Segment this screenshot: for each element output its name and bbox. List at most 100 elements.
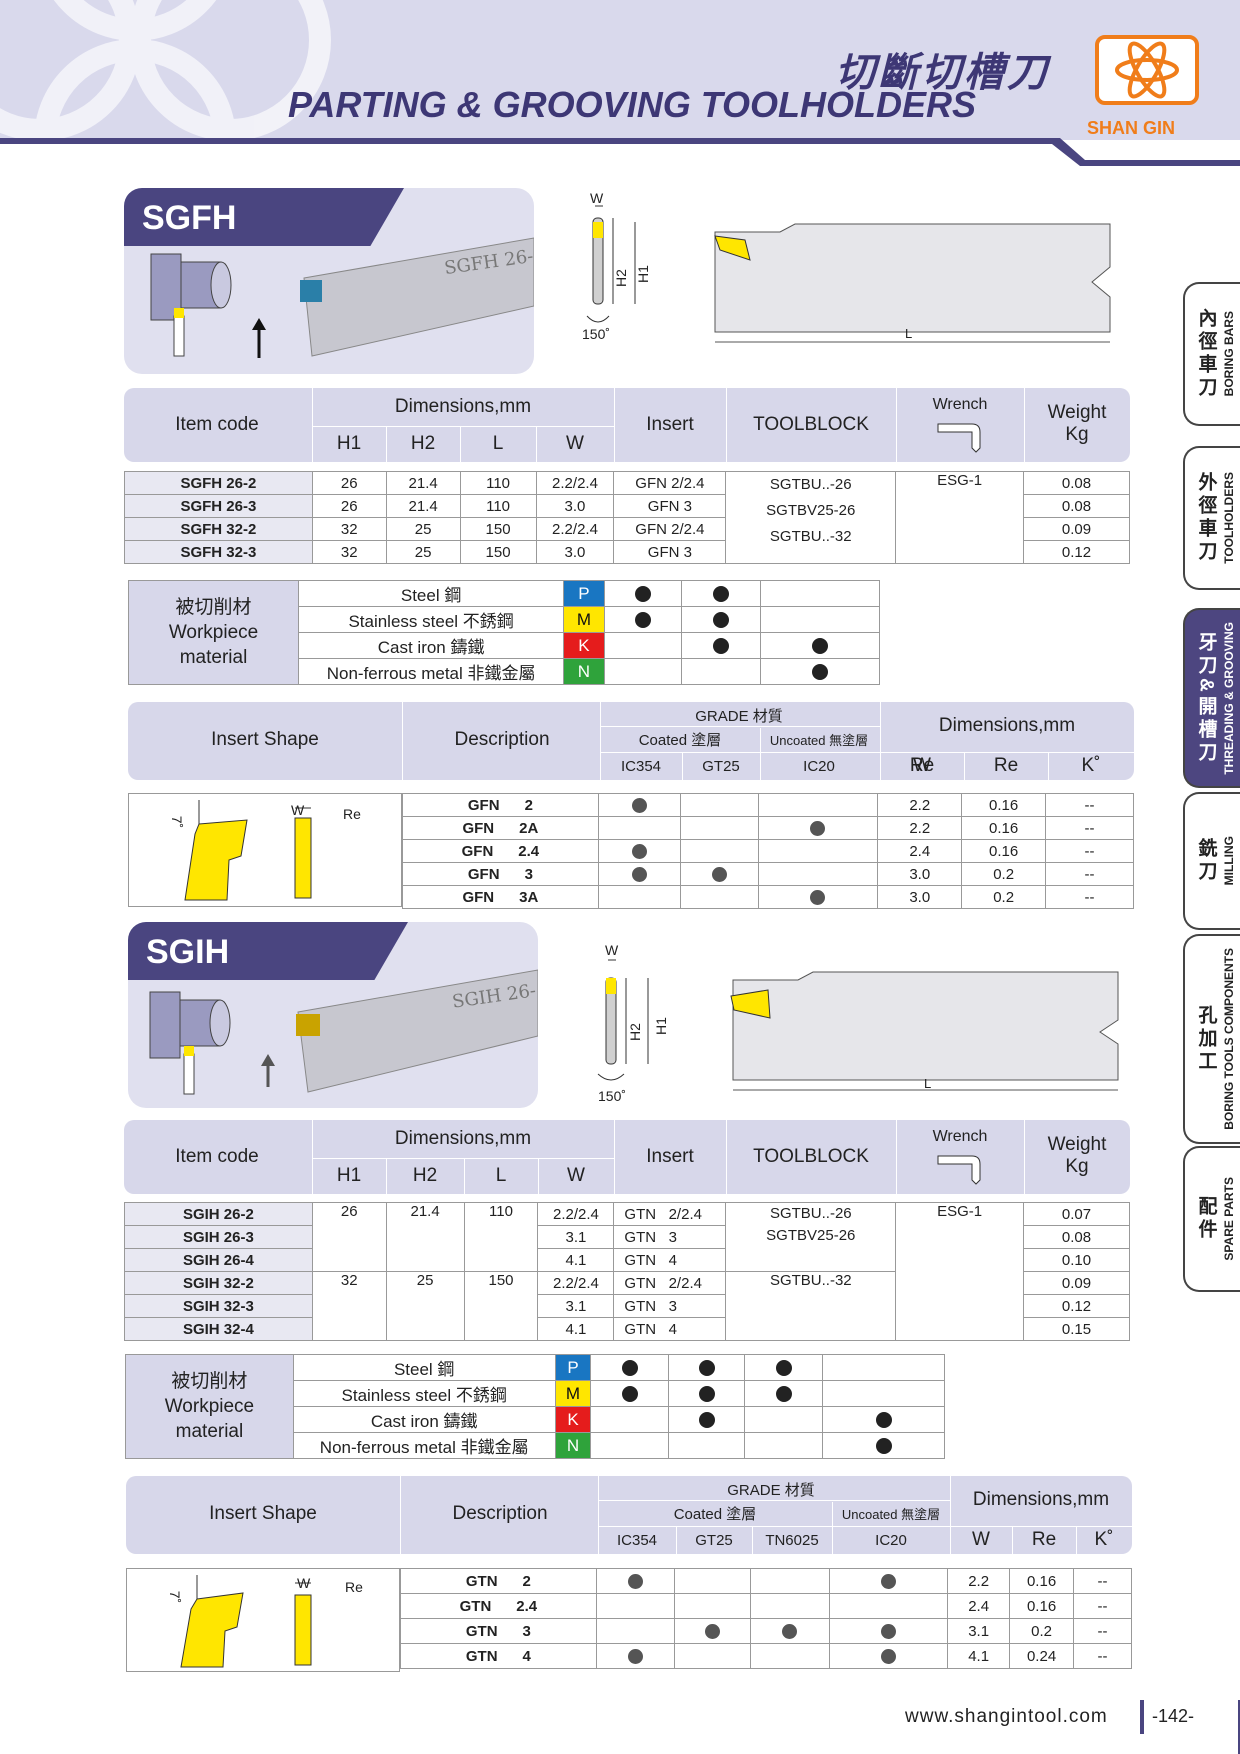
wrench-icon (937, 423, 981, 453)
grade-dot (631, 867, 647, 883)
gtn-insert-icon (180, 1575, 312, 1668)
hdr-w: Re (909, 755, 935, 776)
availability-dot (621, 1360, 638, 1377)
brand-logo (1095, 35, 1199, 105)
sgih-dim-h1: H1 (652, 1017, 669, 1035)
availability-dot (811, 664, 828, 681)
availability-dot (712, 586, 729, 603)
sgih-insert-header: Insert Shape Description GRADE 材質 Coated… (126, 1476, 1132, 1554)
sgih-tool-photo (149, 969, 538, 1095)
sgfh-tool-photo (150, 237, 534, 358)
availability-dot (875, 1438, 892, 1455)
availability-dot (698, 1360, 715, 1377)
sgfh-blade-drawing (714, 223, 1111, 343)
title-chinese: 切斷切槽刀 (835, 51, 1050, 95)
wrench-icon (937, 1155, 981, 1185)
page-number: -142- (1152, 1706, 1195, 1726)
grade-dot (881, 1624, 897, 1640)
grade-dot (810, 890, 826, 906)
grade-dot (881, 1649, 897, 1665)
grade-dot (881, 1574, 897, 1590)
availability-dot (712, 638, 729, 655)
gfn-insert-icon (184, 800, 312, 901)
sgfh-insert-header: Insert Shape Description GRADE 材質 Coated… (128, 702, 1134, 780)
grade-dot (627, 1649, 643, 1665)
sgih-dim-h2: H2 (626, 1023, 643, 1041)
availability-dot (712, 612, 729, 629)
sgfh-section-drawing (586, 205, 636, 323)
sgih-insert-shape: 7˚ W Re (126, 1568, 400, 1672)
grade-dot (782, 1624, 798, 1640)
footer-edge-strip (1238, 1700, 1240, 1754)
sgfh-dim-h1: H1 (634, 265, 651, 283)
page-title: PARTING & GROOVING TOOLHOLDERS (288, 84, 977, 125)
header-rule-slant (1040, 138, 1240, 166)
sgfh-angle: 150˚ (582, 326, 611, 342)
availability-dot (634, 612, 651, 629)
sgih-blade-drawing (730, 971, 1119, 1091)
grade-dot (631, 798, 647, 814)
availability-dot (634, 586, 651, 603)
sgih-title: SGIH (128, 922, 408, 980)
availability-dot (775, 1360, 792, 1377)
header-banner (0, 0, 1240, 140)
availability-dot (621, 1386, 638, 1403)
brand-name: SHAN GIN (1087, 118, 1176, 138)
availability-dot (698, 1412, 715, 1429)
sgfh-title: SGFH (124, 188, 404, 246)
availability-dot (875, 1412, 892, 1429)
sgfh-insert-shape: 7˚ W Re (128, 793, 402, 907)
availability-dot (698, 1386, 715, 1403)
availability-dot (811, 638, 828, 655)
sgfh-dim-w: W (590, 190, 604, 206)
header-pattern (0, 0, 331, 140)
sgih-product-panel: SGIH SGIH 26- (128, 922, 538, 1108)
grade-dot (704, 1624, 720, 1640)
header-rule (0, 138, 1060, 144)
grade-dot (631, 844, 647, 860)
sgih-angle: 150˚ (598, 1088, 627, 1104)
atom-logo-icon (1115, 41, 1179, 99)
sgih-dim-l: L (924, 1076, 932, 1091)
grade-dot (627, 1574, 643, 1590)
footer-divider (1140, 1700, 1144, 1734)
sgfh-product-panel: SGFH SGFH 26- (124, 188, 534, 374)
sgih-section-drawing (597, 959, 649, 1081)
grade-dot (711, 867, 727, 883)
sgfh-spec-header: Item code Dimensions,mm H1 H2 L W Insert… (124, 388, 1130, 462)
grade-dot (810, 821, 826, 837)
sgfh-dim-l: L (905, 326, 913, 341)
footer-url[interactable]: www.shangintool.com (905, 1706, 1108, 1727)
availability-dot (775, 1386, 792, 1403)
sgih-spec-header: Item code Dimensions,mm H1 H2 L W Insert… (124, 1120, 1130, 1194)
